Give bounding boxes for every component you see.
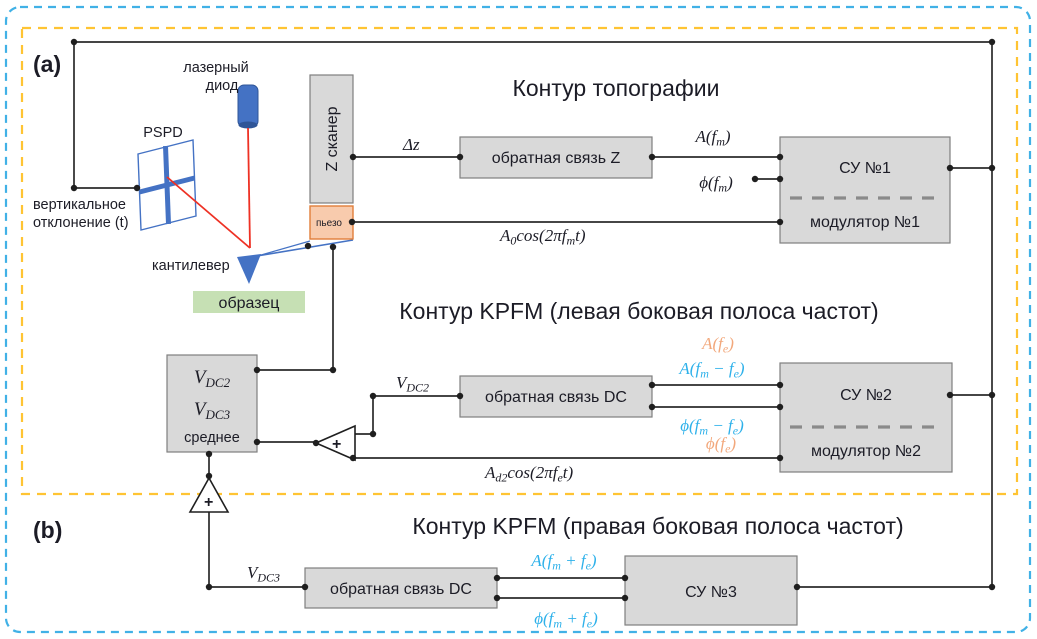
feedback-dc-left-block: [459, 375, 653, 418]
afe-label: A(fe): [701, 334, 734, 356]
junction-dots: [70, 38, 996, 602]
laser-diode-aperture: [238, 121, 258, 129]
title-kpfm-left: Контур KPFM (левая боковая полоса частот…: [399, 298, 878, 324]
su2-label: СУ №2: [840, 387, 892, 404]
adder3-plus: +: [204, 494, 213, 511]
mod2-label: модулятор №2: [811, 443, 921, 460]
dz-label: Δz: [402, 135, 420, 154]
z-scanner-block: [309, 74, 354, 204]
su1-label: СУ №1: [839, 160, 891, 177]
mod1-label: модулятор №1: [810, 214, 920, 231]
laser-diode-body: [237, 84, 259, 128]
title-topography: Контур топографии: [512, 75, 719, 101]
z-scanner-label: Z сканер: [324, 106, 341, 171]
deflection-label-2: отклонение (t): [33, 215, 129, 231]
piezo-block: [309, 205, 354, 240]
sample-label: образец: [219, 295, 280, 312]
sample-box: [193, 291, 305, 313]
avg-vdc2-label: VDC2: [194, 367, 231, 390]
vdc3-label: VDC3: [247, 563, 280, 585]
su3-block: [624, 555, 798, 626]
a0cos-label: A0cos(2πfmt): [499, 226, 586, 248]
su3-label: СУ №3: [685, 584, 737, 601]
phifm-plus-fe-label: ϕ(fm + fe): [534, 609, 598, 631]
feedback-dc-left-label: обратная связь DC: [485, 389, 627, 406]
su1-block: [779, 136, 951, 244]
feedback-dc-right-label: обратная связь DC: [330, 581, 472, 598]
afm-minus-fe-label: A(fm − fe): [678, 359, 744, 381]
su2-block: [779, 362, 953, 473]
panel-a-dashed-border: [20, 26, 1019, 496]
afm-plus-fe-label: A(fm + fe): [530, 551, 596, 573]
cantilever-label: кантилевер: [152, 258, 230, 274]
afm-amplitude-label: A(fm): [694, 127, 730, 149]
probe-tip: [237, 254, 261, 284]
avg-vdc3-label: VDC3: [194, 399, 231, 422]
phifm-label: ϕ(fm): [699, 173, 733, 195]
adder2-symbol: [313, 424, 356, 462]
panel-a-label: (a): [33, 51, 61, 77]
piezo-label: пьезо: [316, 218, 342, 229]
pspd-label: PSPD: [143, 125, 183, 141]
vdc2-label: VDC2: [396, 373, 429, 395]
avg-block: [166, 354, 258, 453]
laser-beam-incident: [247, 127, 251, 249]
outer-dashed-border: [4, 5, 1032, 634]
adder2-plus: +: [332, 436, 341, 453]
phifm-minus-fe-label: ϕ(fm − fe): [680, 416, 744, 438]
title-kpfm-right: Контур KPFM (правая боковая полоса часто…: [412, 513, 903, 539]
laser-beam-reflected: [166, 176, 251, 249]
avg-mean-label: среднее: [184, 430, 240, 446]
laser-diode-label-1: лазерный: [183, 60, 249, 76]
wire-pspd-deflection: [73, 42, 137, 189]
pspd-cross-horizontal: [138, 175, 196, 195]
ad2cos-label: Ad2cos(2πfet): [484, 463, 574, 485]
laser-diode-label-2: диод: [206, 78, 239, 94]
feedback-z-block: [459, 136, 653, 179]
adder3-symbol: [188, 476, 230, 513]
feedback-z-label: обратная связь Z: [492, 150, 621, 167]
phife-label: ϕ(fe): [706, 434, 737, 456]
panel-b-label: (b): [33, 517, 62, 543]
deflection-label-1: вертикальное: [33, 197, 126, 213]
afm-head: [137, 84, 354, 313]
wire-vdc2-branch: [355, 396, 374, 435]
